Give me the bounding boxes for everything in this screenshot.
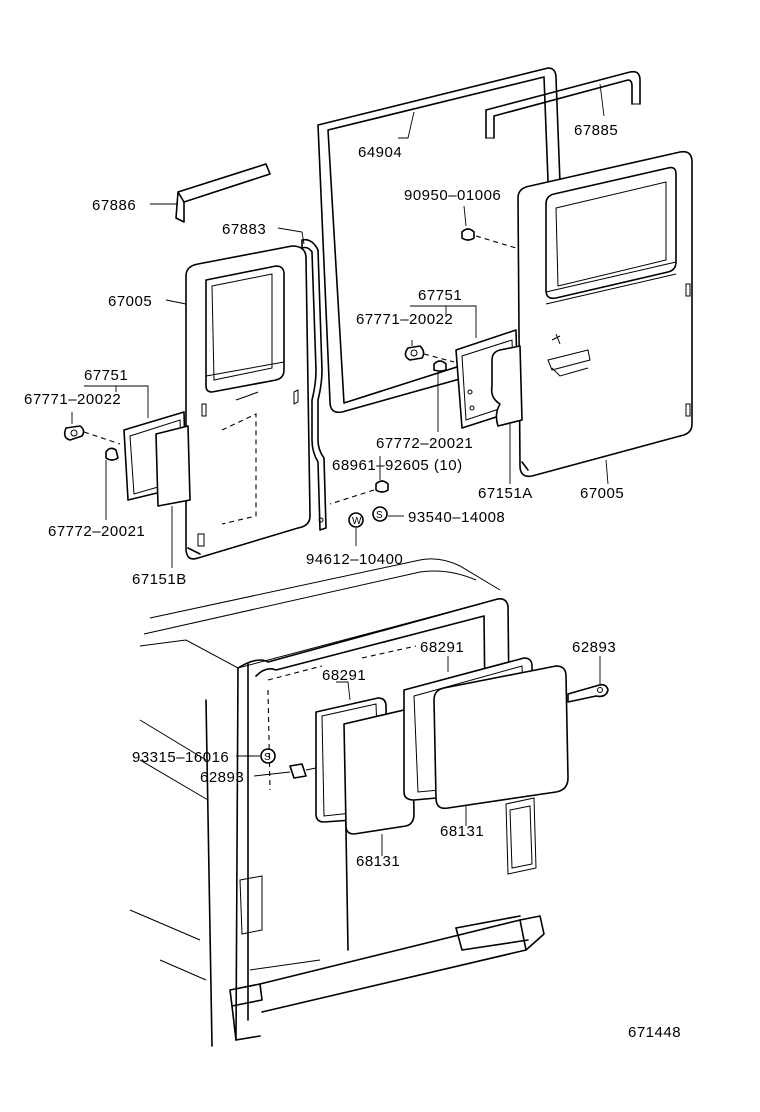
leader-lines (71, 83, 609, 856)
part-label-67772-20021-left: 67772–20021 (48, 523, 145, 540)
part-label-67772-20021-right: 67772–20021 (376, 435, 473, 452)
part-label-62893-right: 62893 (572, 639, 616, 656)
part-label-67151A: 67151A (478, 485, 533, 502)
side-window-left (315, 697, 415, 835)
vehicle-body (129, 558, 545, 1047)
window-studs: S (260, 683, 609, 779)
part-label-68291-left: 68291 (322, 667, 366, 684)
part-label-67883: 67883 (222, 221, 266, 238)
part-label-93540-14008: 93540–14008 (408, 509, 505, 526)
part-labels: 64904 67885 90950–01006 67886 67883 6700… (24, 122, 681, 1041)
part-label-68131-right: 68131 (440, 823, 484, 840)
part-label-64904: 64904 (358, 144, 402, 161)
part-label-67005-left: 67005 (108, 293, 152, 310)
part-label-68131-left: 68131 (356, 853, 400, 870)
handle-left-67751 (63, 411, 191, 507)
door-left-67005 (185, 245, 311, 560)
diagram-id: 671448 (628, 1024, 681, 1041)
part-label-67771-20022-left: 67771–20022 (24, 391, 121, 408)
part-label-62893-left: 62893 (200, 769, 244, 786)
part-label-67886: 67886 (92, 197, 136, 214)
part-label-93315-16016: 93315–16016 (132, 749, 229, 766)
part-label-68291-right: 68291 (420, 639, 464, 656)
part-label-67751-right: 67751 (418, 287, 462, 304)
screw-s-symbol-lower: S (264, 752, 271, 763)
seal-67885 (485, 70, 641, 139)
part-label-67151B: 67151B (132, 571, 187, 588)
handle-right-67751 (404, 329, 523, 429)
part-label-67771-20022-right: 67771–20022 (356, 311, 453, 328)
part-label-90950-01006: 90950–01006 (404, 187, 501, 204)
part-label-94612-10400: 94612–10400 (306, 551, 403, 568)
part-label-68961-92605: 68961–92605 (10) (332, 457, 463, 474)
part-label-67751-left: 67751 (84, 367, 128, 384)
moulding-67886 (175, 163, 271, 223)
fasteners: W S (329, 228, 517, 528)
part-label-67885: 67885 (574, 122, 618, 139)
screw-s-symbol: S (376, 510, 383, 521)
door-right-67005 (517, 150, 693, 478)
strip-67883 (301, 238, 327, 531)
part-label-67005-right: 67005 (580, 485, 624, 502)
side-window-right (403, 657, 569, 810)
washer-w-symbol: W (352, 516, 362, 527)
